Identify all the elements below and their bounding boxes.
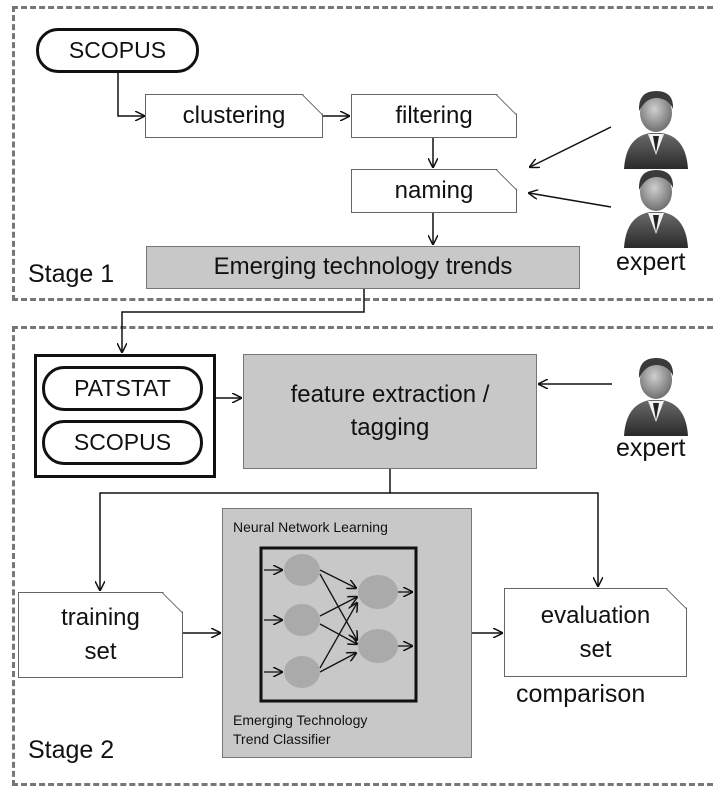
nn-learning-title: Neural Network Learning xyxy=(233,519,388,535)
feature-line-2: tagging xyxy=(350,413,430,441)
expert-label-stage2: expert xyxy=(616,434,686,462)
sources-group xyxy=(34,354,216,478)
nn-output-node xyxy=(358,629,398,663)
classifier-panel xyxy=(222,508,472,758)
naming-label: naming xyxy=(394,177,474,205)
patstat-source: PATSTAT xyxy=(42,366,203,411)
expert-icon xyxy=(624,170,688,248)
nn-input-arrows xyxy=(264,570,412,672)
emerging-technology-trends: Emerging technology trends xyxy=(146,246,580,289)
classifier-line-1: Emerging Technology xyxy=(233,712,368,728)
scopus-source-stage2: SCOPUS xyxy=(42,420,203,465)
scopus-source-stage1: SCOPUS xyxy=(36,28,199,73)
classifier-line-2: Trend Classifier xyxy=(233,731,331,747)
stage1-arrows xyxy=(118,73,612,352)
trends-label: Emerging technology trends xyxy=(213,253,513,281)
nn-output-node xyxy=(358,575,398,609)
filtering-label: filtering xyxy=(395,102,473,130)
nn-input-node xyxy=(284,604,320,636)
feature-extraction-tagging: feature extraction / tagging xyxy=(243,354,537,469)
feature-line-1: feature extraction / xyxy=(290,381,490,409)
stage-1-label: Stage 1 xyxy=(28,260,115,288)
expert-icon xyxy=(624,358,688,436)
filtering-step: filtering xyxy=(351,94,517,138)
nn-input-node xyxy=(284,656,320,688)
expert-label-stage1: expert xyxy=(616,248,686,276)
comparison-label: comparison xyxy=(516,680,646,708)
patstat-label: PATSTAT xyxy=(74,375,171,401)
clustering-label: clustering xyxy=(182,102,286,130)
evaluation-set: evaluation set xyxy=(504,588,687,677)
nn-nodes xyxy=(284,554,398,688)
evaluation-line-1: evaluation xyxy=(540,601,651,629)
stage-2-label: Stage 2 xyxy=(28,736,115,764)
clustering-step: clustering xyxy=(145,94,323,138)
scopus-label-stage2: SCOPUS xyxy=(73,429,172,455)
nn-inner-frame xyxy=(259,546,418,703)
naming-step: naming xyxy=(351,169,517,213)
scopus-label: SCOPUS xyxy=(68,37,167,63)
stage2-arrows xyxy=(100,384,612,633)
training-set: training set xyxy=(18,592,183,678)
stage-1-frame xyxy=(12,6,713,301)
nn-input-node xyxy=(284,554,320,586)
training-line-1: training xyxy=(61,604,140,632)
expert-icon xyxy=(624,91,688,169)
training-line-2: set xyxy=(84,638,117,665)
evaluation-line-2: set xyxy=(579,635,612,663)
